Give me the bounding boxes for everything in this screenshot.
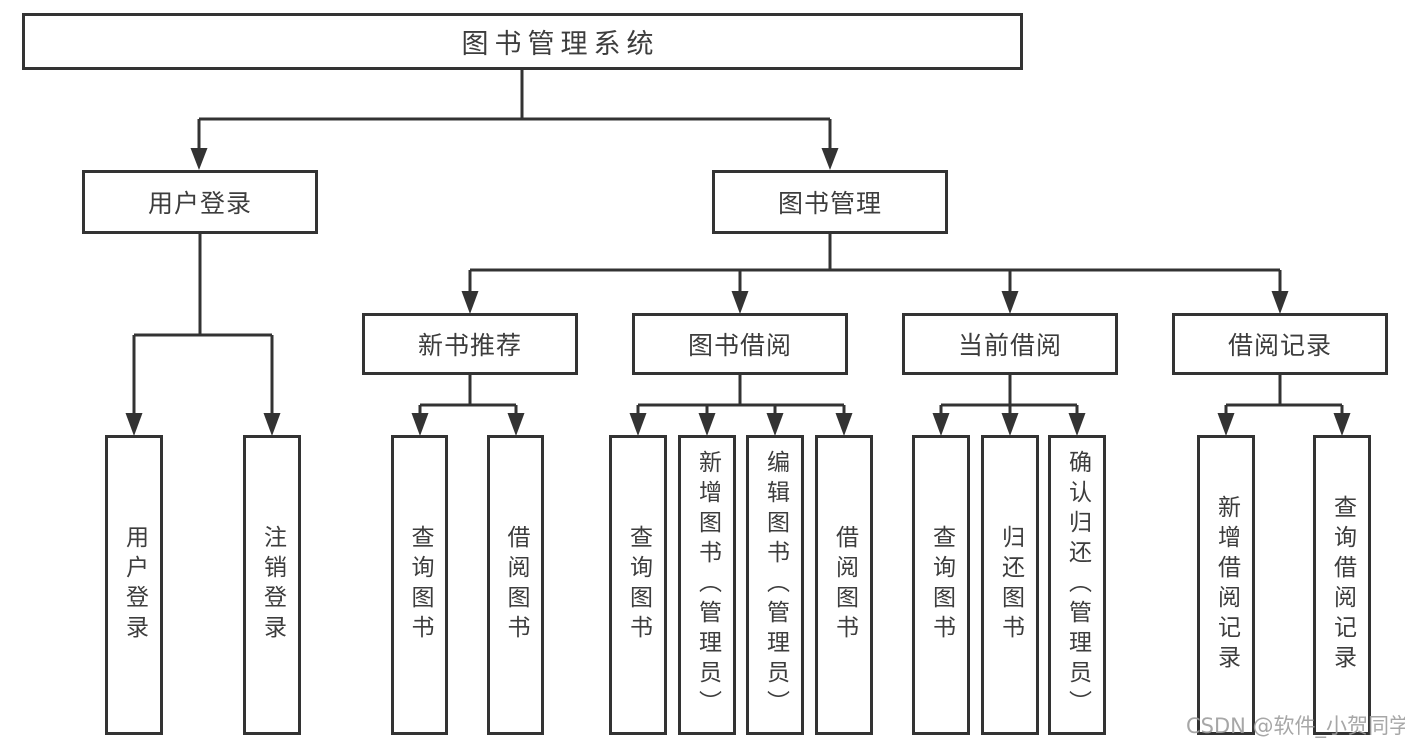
node-book-mgmt-label: 图书管理 [777,189,882,218]
node-new-book-rec-label: 新书推荐 [417,331,522,360]
leaf-add-borrow-record: 新增借阅记录 [1197,435,1255,735]
leaf-return-books: 归还图书 [981,435,1039,735]
leaf-query-books-current: 查询图书 [912,435,970,735]
node-new-book-rec: 新书推荐 [362,313,578,375]
connector-user-login-to-children [125,233,281,436]
leaf-query-books-borrow: 查询图书 [609,435,667,735]
node-root: 图书管理系统 [22,13,1023,70]
connector-book-mgmt-to-level3 [461,233,1289,314]
leaf-borrow-books-label: 借阅图书 [831,525,858,645]
leaf-query-books-borrow-label: 查询图书 [625,525,652,645]
leaf-add-books-admin-label: 新增图书（管理员） [694,450,721,720]
leaf-borrow-books-newrec: 借阅图书 [487,435,544,735]
leaf-query-borrow-record-label: 查询借阅记录 [1329,495,1356,675]
connector-borrow-records-to-children [1217,375,1351,436]
leaf-query-borrow-record: 查询借阅记录 [1313,435,1371,735]
connector-root-to-level2 [190,70,839,170]
leaf-confirm-return-admin-label: 确认归还（管理员） [1064,450,1091,720]
node-root-label: 图书管理系统 [461,29,660,60]
node-book-mgmt: 图书管理 [712,170,948,234]
leaf-confirm-return-admin: 确认归还（管理员） [1048,435,1106,735]
leaf-borrow-books-newrec-label: 借阅图书 [503,525,529,645]
node-user-login: 用户登录 [82,170,318,234]
leaf-edit-books-admin-label: 编辑图书（管理员） [762,450,789,720]
leaf-logout-label: 注销登录 [259,525,286,645]
node-borrow-records-label: 借阅记录 [1227,331,1332,360]
leaf-edit-books-admin: 编辑图书（管理员） [746,435,804,735]
leaf-logout: 注销登录 [243,435,301,735]
connector-book-borrow-to-children [629,375,853,436]
leaf-query-books-current-label: 查询图书 [928,525,955,645]
leaf-borrow-books: 借阅图书 [815,435,873,735]
csdn-watermark: CSDN @软件_小贺同学 [1186,714,1405,738]
connector-new-book-rec-to-children [411,375,525,436]
leaf-add-books-admin: 新增图书（管理员） [678,435,736,735]
leaf-user-login-label: 用户登录 [121,525,148,645]
node-current-borrow-label: 当前借阅 [957,331,1062,360]
leaf-add-borrow-record-label: 新增借阅记录 [1213,495,1240,675]
leaf-return-books-label: 归还图书 [997,525,1024,645]
node-current-borrow: 当前借阅 [902,313,1118,375]
leaf-user-login: 用户登录 [105,435,163,735]
leaf-query-books-newrec-label: 查询图书 [407,525,433,645]
node-user-login-label: 用户登录 [147,189,252,218]
node-book-borrow-label: 图书借阅 [687,331,792,360]
node-book-borrow: 图书借阅 [632,313,848,375]
leaf-query-books-newrec: 查询图书 [391,435,448,735]
node-borrow-records: 借阅记录 [1172,313,1388,375]
connector-current-borrow-to-children [932,375,1086,436]
